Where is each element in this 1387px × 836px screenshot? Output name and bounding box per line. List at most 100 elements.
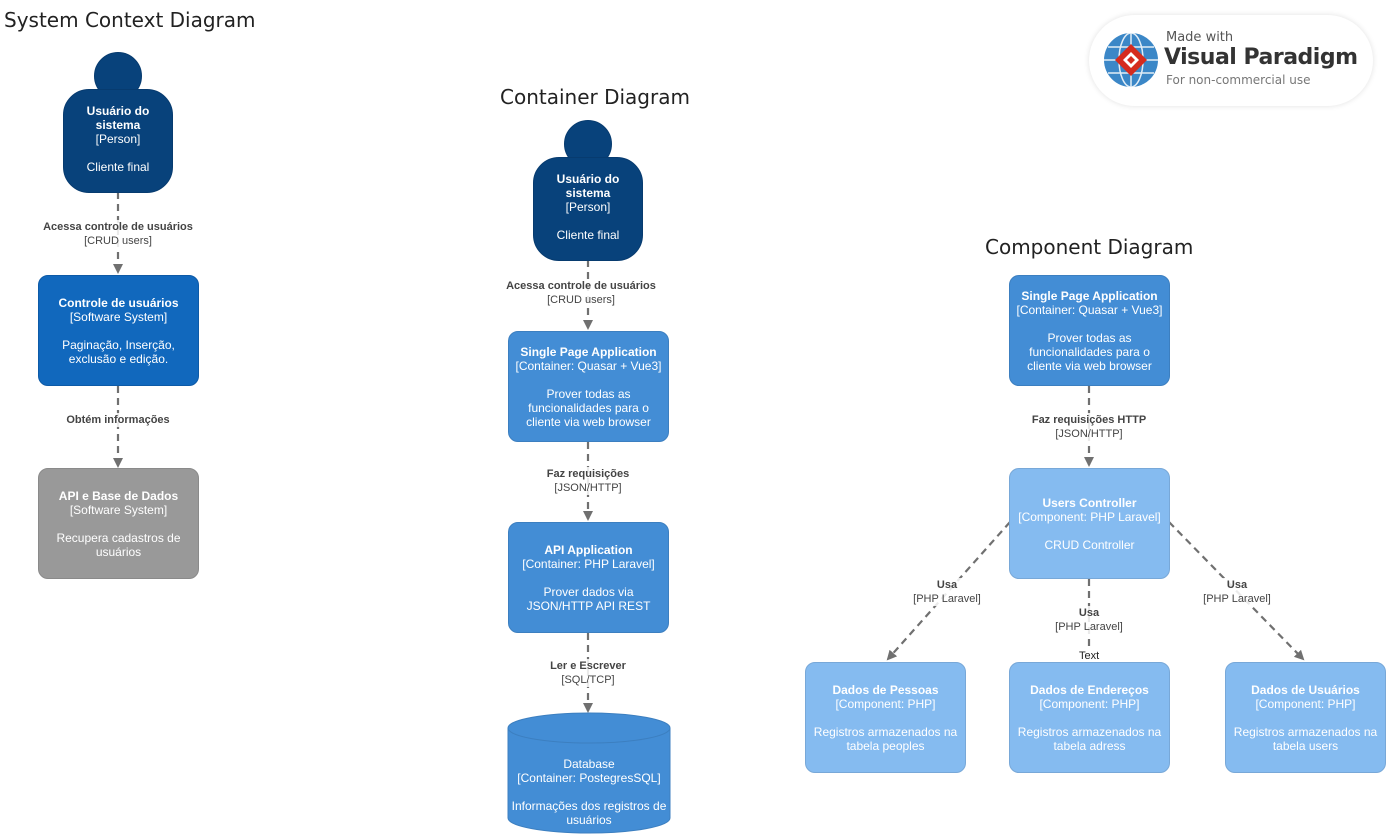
container-edge-label-1: Acessa controle de usuários [CRUD users] [506,279,656,307]
context-software-system[interactable]: Controle de usuários [Software System] P… [38,275,199,386]
person-type: [Person] [565,200,611,214]
container-database[interactable] [507,712,671,836]
component-type: [Component: PHP] [1255,696,1356,711]
component-dados-enderecos[interactable]: Dados de Endereços [Component: PHP] Regi… [1009,662,1170,773]
component-name: Dados de Pessoas [832,682,939,697]
edge-label-text: Acessa controle de usuários [43,220,193,234]
context-external-system[interactable]: API e Base de Dados [Software System] Re… [38,468,199,579]
component-description: Registros armazenados na [813,724,958,739]
person-name: Usuário do [556,172,620,186]
component-spa[interactable]: Single Page Application [Container: Quas… [1009,275,1170,386]
component-type: [Component: PHP] [1039,696,1140,711]
edge-technology: [PHP Laravel] [1203,592,1271,606]
container-name: Single Page Application [520,344,657,359]
context-diagram-title: System Context Diagram [4,8,256,32]
external-description: usuários [95,544,142,559]
container-description: cliente via web browser [1027,358,1152,373]
connector-component-controller-pessoas [886,521,1011,661]
edge-label-text: Ler e Escrever [550,659,626,673]
person-description: Cliente final [556,228,620,242]
container-type: [Container: Quasar + Vue3] [515,358,662,373]
container-description: JSON/HTTP API REST [526,598,651,613]
edge-label-text: Usa [1203,578,1271,592]
container-type: [Container: PHP Laravel] [522,556,655,571]
external-description: Recupera cadastros de [56,530,181,545]
container-name: API Application [544,542,633,557]
globe-icon [1104,32,1158,88]
component-description: Registros armazenados na [1233,724,1378,739]
edge-technology: [JSON/HTTP] [1031,427,1147,441]
logo-made-with: Made with [1166,30,1234,45]
component-type: [Component: PHP Laravel] [1018,509,1161,524]
context-edge-label-1: Acessa controle de usuários [CRUD users] [43,220,193,248]
edge-label-text: Usa [913,578,981,592]
component-description: tabela peoples [846,738,925,753]
container-edge-label-2: Faz requisições [JSON/HTTP] [546,467,630,495]
external-name: API e Base de Dados [58,488,179,503]
system-description: Paginação, Inserção, [62,337,175,352]
free-text-label: Text [1079,650,1100,662]
edge-label-text: Faz requisições HTTP [1031,413,1147,427]
component-name: Users Controller [1042,495,1137,510]
context-person[interactable]: Usuário do sistema [Person] Cliente fina… [63,89,173,193]
container-diagram-title: Container Diagram [500,85,690,109]
container-description: cliente via web browser [526,414,651,429]
edge-technology: [SQL/TCP] [550,673,626,687]
component-edge-label-1: Faz requisições HTTP [JSON/HTTP] [1031,413,1147,441]
person-type: [Person] [95,132,141,146]
system-description: exclusão e edição. [68,351,169,366]
component-type: [Component: PHP] [835,696,936,711]
edge-technology: [CRUD users] [506,293,656,307]
container-description: Prover todas as [546,386,631,401]
person-description: Cliente final [86,160,150,174]
visual-paradigm-logo: Made with Visual Paradigm For non-commer… [1089,15,1373,106]
component-description: Registros armazenados na [1017,724,1162,739]
system-name: Controle de usuários [58,295,179,310]
connector-component-controller-usuarios [1168,521,1305,661]
container-spa[interactable]: Single Page Application [Container: Quas… [508,331,669,442]
edge-label-text: Faz requisições [546,467,630,481]
component-description: CRUD Controller [1044,537,1135,552]
person-name: sistema [95,118,141,132]
component-users-controller[interactable]: Users Controller [Component: PHP Laravel… [1009,468,1170,579]
component-diagram-title: Component Diagram [985,235,1194,259]
component-edge-label-left: Usa [PHP Laravel] [913,578,981,606]
edge-technology: [PHP Laravel] [913,592,981,606]
container-description: funcionalidades para o [528,400,649,415]
edge-label-text: Obtém informações [66,413,170,427]
container-person[interactable]: Usuário do sistema [Person] Cliente fina… [533,157,643,261]
database-label: Database [Container: PostegresSQL] Infor… [507,757,671,827]
container-type: [Container: Quasar + Vue3] [1016,302,1163,317]
component-name: Dados de Usuários [1251,682,1360,697]
context-edge-label-2: Obtém informações [66,413,170,427]
component-name: Dados de Endereços [1030,682,1149,697]
component-edge-label-mid: Usa [PHP Laravel] [1055,606,1123,634]
external-type: [Software System] [69,502,168,517]
person-name: sistema [565,186,611,200]
edge-technology: [CRUD users] [43,234,193,248]
database-name: Database [563,757,615,771]
container-description: Prover dados via [543,584,634,599]
edge-label-text: Acessa controle de usuários [506,279,656,293]
container-edge-label-3: Ler e Escrever [SQL/TCP] [550,659,626,687]
database-description: usuários [566,813,612,827]
system-type: [Software System] [69,309,168,324]
container-api[interactable]: API Application [Container: PHP Laravel]… [508,522,669,633]
edge-technology: [PHP Laravel] [1055,620,1123,634]
container-description: Prover todas as [1047,330,1132,345]
component-dados-pessoas[interactable]: Dados de Pessoas [Component: PHP] Regist… [805,662,966,773]
component-description: tabela users [1272,738,1339,753]
logo-brand: Visual Paradigm [1164,45,1358,70]
component-dados-usuarios[interactable]: Dados de Usuários [Component: PHP] Regis… [1225,662,1386,773]
person-name: Usuário do [86,104,150,118]
component-description: tabela adress [1053,738,1126,753]
edge-label-text: Usa [1055,606,1123,620]
component-edge-label-right: Usa [PHP Laravel] [1203,578,1271,606]
database-type: [Container: PostegresSQL] [517,771,661,785]
edge-technology: [JSON/HTTP] [546,481,630,495]
logo-subtitle: For non-commercial use [1166,73,1311,87]
container-description: funcionalidades para o [1029,344,1150,359]
container-name: Single Page Application [1021,288,1158,303]
database-description: Informações dos registros de [511,799,667,813]
